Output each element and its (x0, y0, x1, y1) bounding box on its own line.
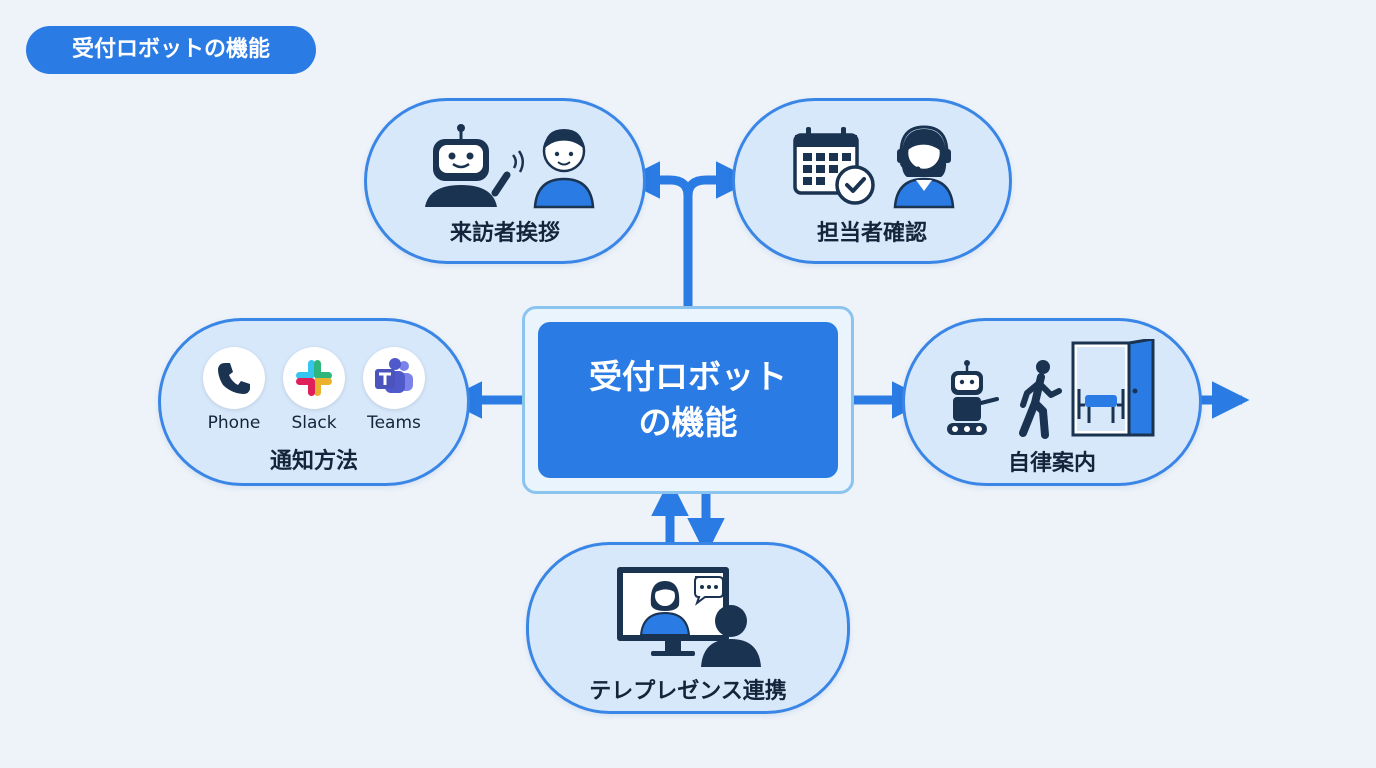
robot-waving-icon (425, 124, 524, 207)
phone-label: Phone (207, 413, 261, 433)
teams-label: Teams (367, 413, 421, 433)
node-telepresence-label: テレプレゼンス連携 (589, 679, 787, 704)
meeting-room-door-icon (1071, 339, 1155, 437)
staff-headset-icon (893, 125, 955, 209)
teams-app-button[interactable] (363, 347, 425, 409)
node-greeting[interactable]: 来訪者挨拶 (364, 98, 646, 264)
connector-to-staff-check (683, 161, 754, 199)
node-staff-check-label: 担当者確認 (816, 221, 927, 246)
guide-robot-icon (947, 360, 999, 435)
phone-app-button[interactable] (203, 347, 265, 409)
center-hub-title-line2: の機能 (638, 403, 738, 442)
node-telepresence[interactable]: テレプレゼンス連携 (526, 542, 850, 714)
node-greeting-label: 来訪者挨拶 (449, 221, 560, 246)
calendar-check-icon (793, 127, 875, 205)
slack-icon (296, 360, 332, 396)
slack-label: Slack (291, 413, 337, 433)
teams-icon (375, 358, 413, 393)
page-title: 受付ロボットの機能 (26, 26, 316, 74)
center-hub[interactable]: 受付ロボット の機能 (538, 322, 838, 478)
phone-icon (218, 363, 250, 394)
center-hub-title-line1: 受付ロボット (589, 357, 787, 396)
node-notification-label: 通知方法 (269, 449, 358, 474)
slack-app-button[interactable] (283, 347, 345, 409)
node-guidance[interactable]: 自律案内 (902, 318, 1202, 486)
node-notification[interactable]: Phone Slack Teams 通知方法 (158, 318, 470, 486)
video-call-icon (617, 567, 761, 667)
walking-person-icon (1019, 360, 1062, 439)
node-guidance-label: 自律案内 (1007, 451, 1096, 476)
node-staff-check[interactable]: 担当者確認 (732, 98, 1012, 264)
visitor-person-icon (533, 129, 595, 209)
